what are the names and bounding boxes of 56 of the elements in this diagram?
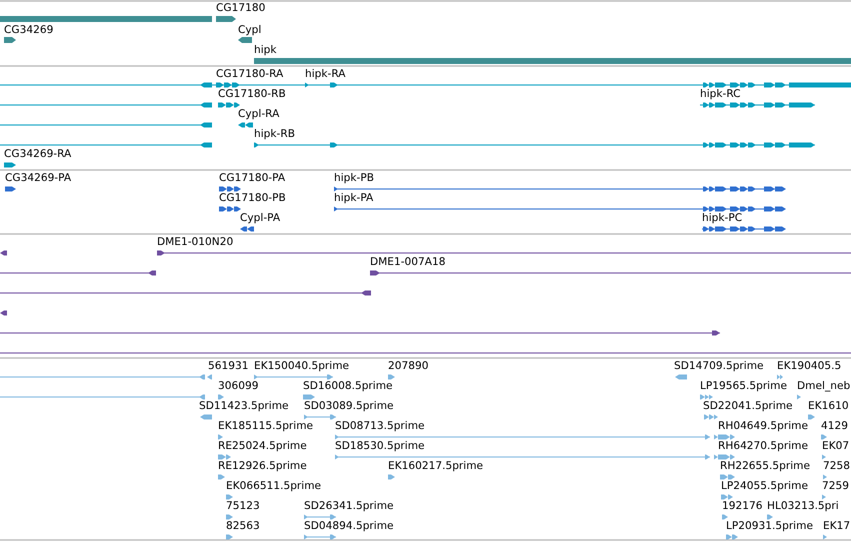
est-label: EK185115.5prime — [218, 420, 314, 433]
transcript-label: hipk-RC — [700, 88, 741, 101]
protein-label: CG17180-PB — [219, 192, 286, 205]
est-label: SD16008.5prime — [303, 380, 393, 393]
est-label: SD04894.5prime — [304, 520, 394, 533]
est-label: 192176 — [722, 500, 762, 513]
est-label: LP19565.5prime — [700, 380, 787, 393]
gene-label: CG34269 — [4, 24, 54, 37]
est-label: EK17 — [823, 520, 850, 533]
est-label: SD26341.5prime — [304, 500, 394, 513]
transcript-label: CG34269-RA — [4, 148, 72, 161]
clone-label: DME1-010N20 — [157, 236, 234, 249]
est-label: HL03213.5pri — [767, 500, 839, 513]
clone-label: DME1-007A18 — [370, 256, 446, 269]
est-label: SD03089.5prime — [304, 400, 394, 413]
gene-label: CG17180 — [216, 2, 266, 15]
gene-label: hipk — [254, 44, 277, 57]
est-label: SD14709.5prime — [674, 360, 764, 373]
protein-label: hipk-PA — [334, 192, 374, 205]
transcript-label: hipk-RA — [305, 68, 346, 81]
est-label: Dmel_neb — [797, 380, 850, 393]
est-label: LP24055.5prime — [721, 480, 808, 493]
est-label: EK1610 — [808, 400, 849, 413]
est-label: 306099 — [218, 380, 258, 393]
transcript-label: CG17180-RB — [218, 88, 286, 101]
est-label: SD18530.5prime — [335, 440, 425, 453]
gene-label: Cypl — [238, 24, 262, 37]
protein-label: Cypl-PA — [240, 212, 280, 225]
est-label: RE25024.5prime — [218, 440, 307, 453]
est-label: 4129 — [821, 420, 848, 433]
est-label: EK07 — [822, 440, 850, 453]
est-label: SD08713.5prime — [335, 420, 425, 433]
est-label: SD22041.5prime — [703, 400, 793, 413]
transcript-label: hipk-RB — [254, 128, 295, 141]
est-label: EK150040.5prime — [254, 360, 350, 373]
est-label: LP20931.5prime — [726, 520, 813, 533]
est-label: RH04649.5prime — [718, 420, 808, 433]
est-label: RH22655.5prime — [720, 460, 810, 473]
est-label: RE12926.5prime — [218, 460, 307, 473]
transcript-label: CG17180-RA — [216, 68, 284, 81]
est-label: EK066511.5prime — [226, 480, 322, 493]
est-label: RH64270.5prime — [718, 440, 808, 453]
protein-label: hipk-PB — [334, 172, 374, 185]
est-label: 561931 — [208, 360, 248, 373]
est-label: EK190405.5 — [777, 360, 842, 373]
protein-label: hipk-PC — [702, 212, 742, 225]
est-label: 7258 — [823, 460, 850, 473]
est-label: 82563 — [226, 520, 260, 533]
transcript-label: Cypl-RA — [238, 108, 280, 121]
est-label: EK160217.5prime — [388, 460, 484, 473]
est-label: 207890 — [388, 360, 428, 373]
est-label: 7259 — [822, 480, 849, 493]
est-label: SD11423.5prime — [199, 400, 289, 413]
est-label: 75123 — [226, 500, 260, 513]
protein-label: CG17180-PA — [219, 172, 286, 185]
protein-label: CG34269-PA — [5, 172, 72, 185]
